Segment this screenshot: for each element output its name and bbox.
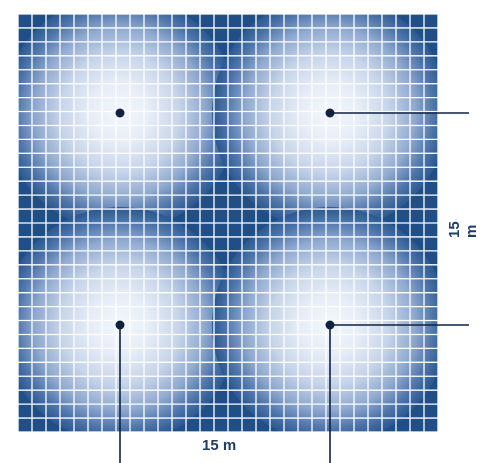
leader-lines — [119, 112, 469, 463]
floor-area — [17, 13, 439, 433]
grid-lines — [17, 13, 439, 433]
height-dimension-label: 15 m — [446, 221, 480, 238]
illumination-diagram — [17, 13, 469, 463]
light-pool-top-left — [18, 14, 238, 231]
width-dimension-label: 15 m — [202, 437, 237, 454]
light-marker-top-left — [115, 108, 125, 118]
light-marker-bottom-right — [325, 320, 335, 330]
light-marker-top-right — [325, 108, 335, 118]
light-marker-bottom-left — [115, 320, 125, 330]
light-markers — [115, 108, 335, 330]
